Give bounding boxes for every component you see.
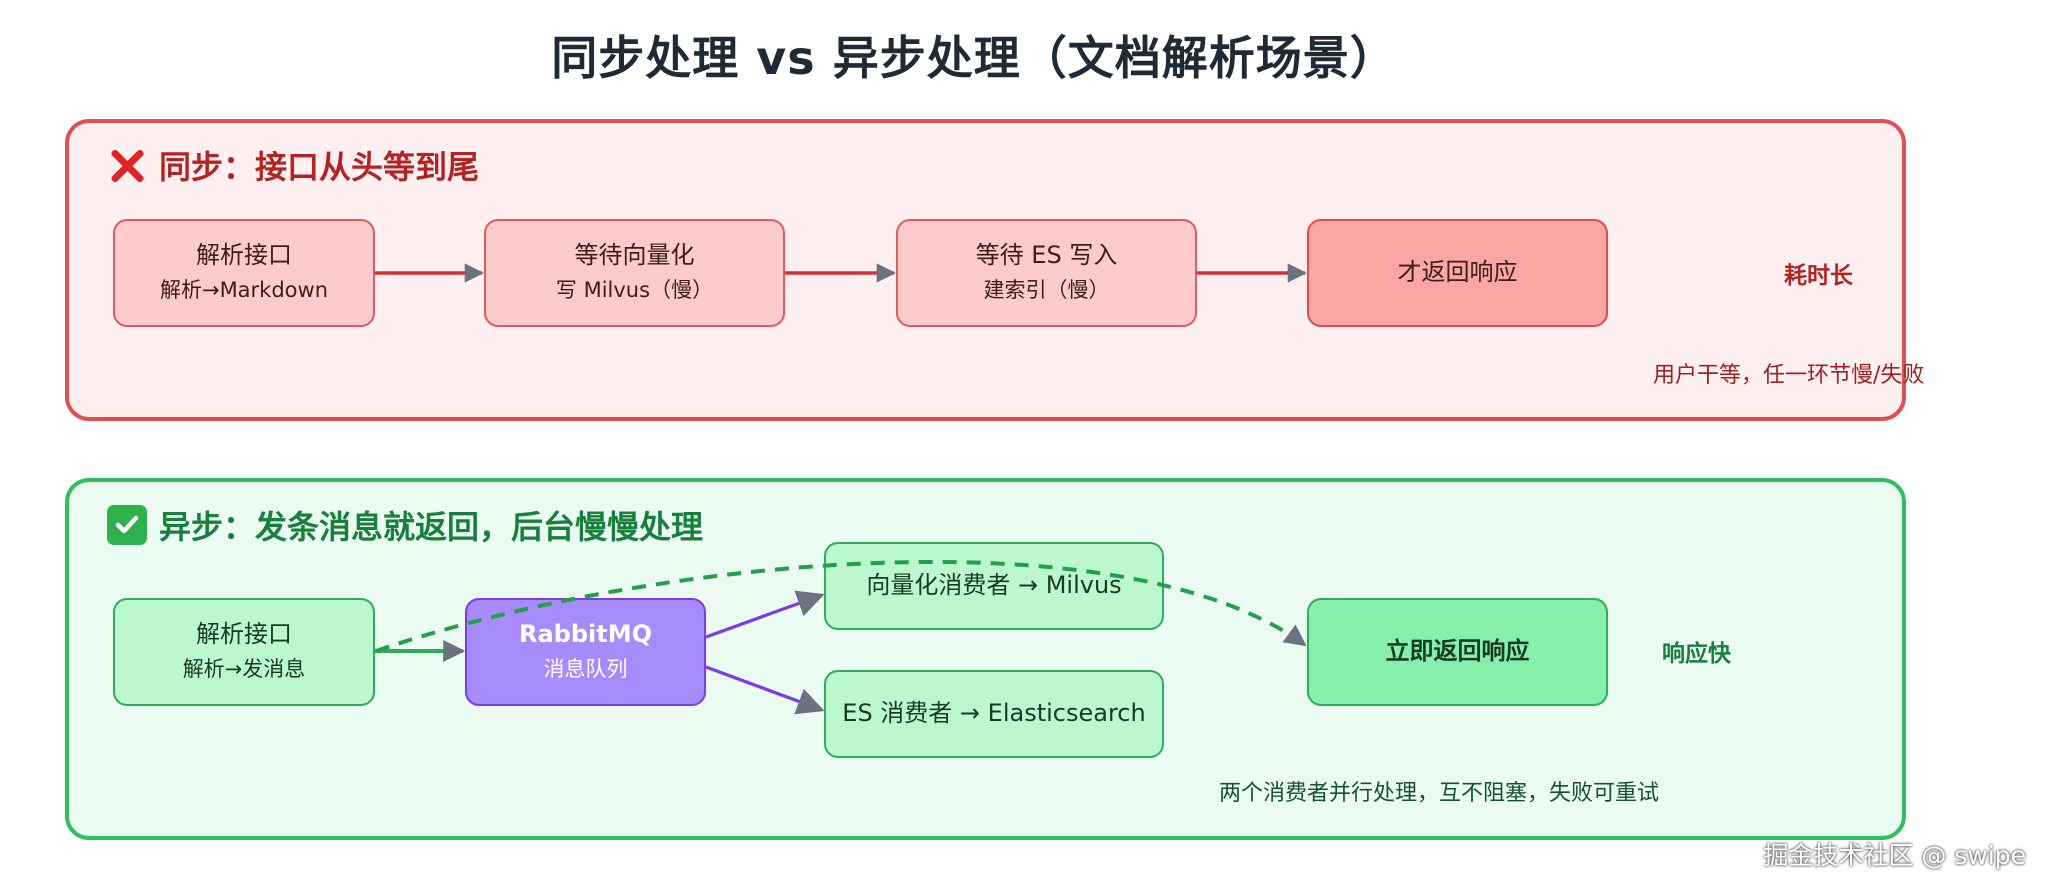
watermark: 掘金技术社区 @ swipe: [1763, 841, 2026, 870]
rabbitmq-queue: RabbitMQ 消息队列: [465, 598, 706, 706]
sync-heading-text: 同步：接口从头等到尾: [159, 148, 480, 186]
cross-mark-icon: [107, 145, 147, 185]
rabbitmq-queue-label: RabbitMQ: [518, 619, 653, 648]
sync-note-detail: 用户干等，任一环节慢/失败: [1653, 363, 1925, 388]
sync-heading: 同步：接口从头等到尾: [107, 142, 479, 188]
sync-note-slow: 耗时长: [1784, 263, 1853, 289]
async-step-parse-label: 解析接口: [196, 619, 292, 648]
async-note-fast: 响应快: [1662, 641, 1731, 667]
check-mark-icon: [107, 505, 147, 545]
vector-consumer: 向量化消费者 → Milvus: [824, 542, 1164, 630]
sync-step-vectorize: 等待向量化 写 Milvus（慢）: [484, 219, 785, 327]
async-response-label: 立即返回响应: [1385, 637, 1530, 666]
sync-step-response-label: 才返回响应: [1397, 258, 1518, 287]
async-response: 立即返回响应: [1307, 598, 1608, 706]
sync-step-vectorize-label: 等待向量化: [574, 240, 695, 269]
async-note-detail: 两个消费者并行处理，互不阻塞，失败可重试: [1219, 781, 1660, 806]
es-consumer-label: ES 消费者 → Elasticsearch: [842, 699, 1146, 728]
sync-step-es-write-sub: 建索引（慢）: [983, 277, 1110, 302]
page-title: 同步处理 vs 异步处理（文档解析场景）: [551, 31, 1397, 85]
sync-step-parse-label: 解析接口: [196, 240, 292, 269]
sync-step-response: 才返回响应: [1307, 219, 1608, 327]
es-consumer: ES 消费者 → Elasticsearch: [824, 670, 1164, 758]
sync-step-parse: 解析接口 解析→Markdown: [113, 219, 375, 327]
async-heading: 异步：发条消息就返回，后台慢慢处理: [107, 502, 703, 548]
vector-consumer-label: 向量化消费者 → Milvus: [866, 571, 1122, 600]
async-step-parse-sub: 解析→发消息: [182, 656, 306, 681]
sync-step-es-write-label: 等待 ES 写入: [975, 240, 1118, 269]
sync-step-vectorize-sub: 写 Milvus（慢）: [555, 277, 714, 302]
sync-step-parse-sub: 解析→Markdown: [159, 277, 329, 302]
async-step-parse: 解析接口 解析→发消息: [113, 598, 375, 706]
async-heading-text: 异步：发条消息就返回，后台慢慢处理: [159, 508, 704, 546]
rabbitmq-queue-sub: 消息队列: [543, 656, 628, 681]
sync-step-es-write: 等待 ES 写入 建索引（慢）: [896, 219, 1197, 327]
